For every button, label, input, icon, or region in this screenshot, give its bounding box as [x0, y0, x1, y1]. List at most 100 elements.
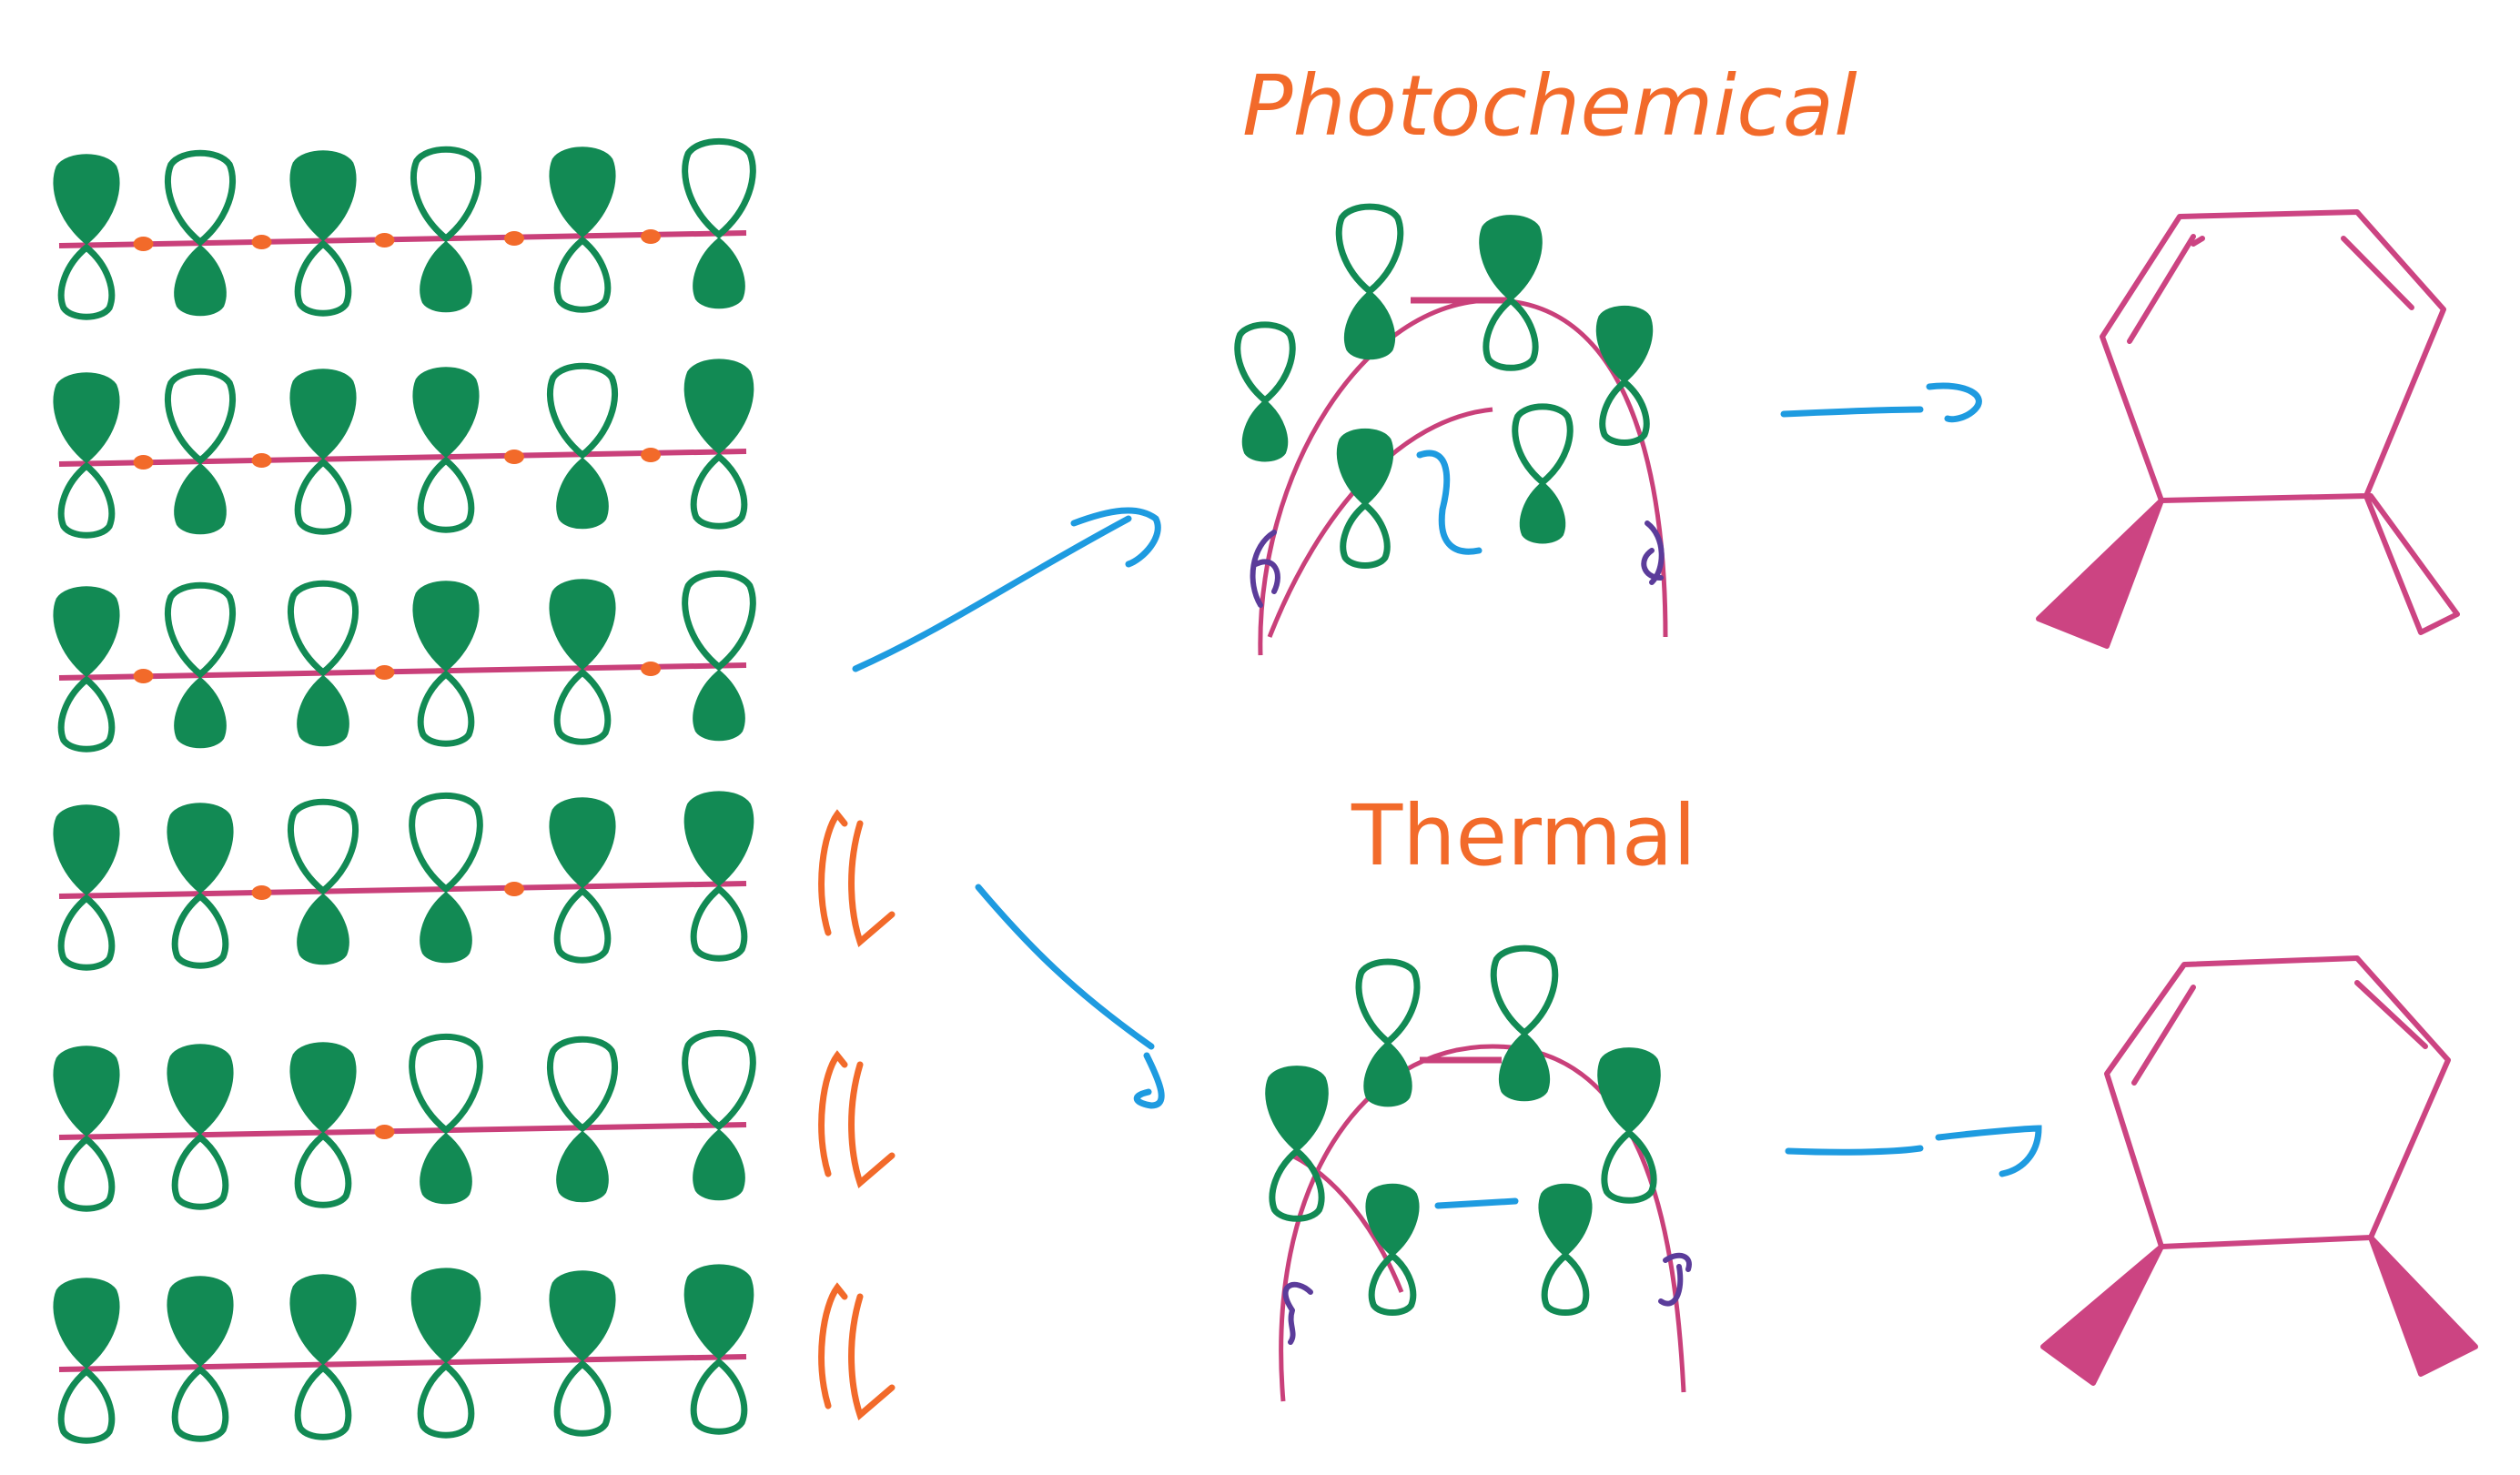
p-orbital-bottom-lobe	[171, 1365, 229, 1442]
electron-up-arrow	[818, 1050, 848, 1177]
p-orbital-bottom-lobe	[1483, 296, 1539, 371]
node-dot	[251, 235, 272, 249]
p-orbital-top-lobe	[53, 1278, 120, 1369]
p-orbital-bottom-lobe	[297, 893, 349, 965]
p-orbital-top-lobe	[549, 146, 616, 238]
p-orbital-top-lobe	[1597, 1047, 1661, 1135]
p-orbital-bottom-lobe	[1599, 378, 1650, 446]
node-dot	[641, 229, 661, 244]
node-dot	[374, 665, 395, 680]
node-dot	[251, 453, 272, 468]
p-orbital-bottom-lobe	[417, 1361, 475, 1439]
p-orbital-top-lobe	[53, 154, 120, 246]
p-orbital-top-lobe	[165, 368, 236, 465]
forming-bond-mark	[1434, 1197, 1519, 1209]
p-orbital-bottom-lobe	[174, 676, 227, 749]
electron-down-arrow	[848, 1293, 896, 1421]
p-orbital-top-lobe	[165, 581, 236, 679]
p-orbital-bottom-lobe	[57, 243, 116, 320]
p-orbital-bottom-lobe	[1519, 480, 1566, 544]
p-orbital-top-lobe	[289, 1274, 357, 1366]
mo-ladder	[53, 137, 756, 1444]
p-orbital-top-lobe	[53, 586, 120, 678]
rotation-arrow-left	[1282, 1281, 1313, 1345]
reaction-arrow-top	[1780, 382, 1982, 423]
mo-row	[53, 137, 756, 320]
thermal-transition-state	[1265, 945, 1692, 1402]
p-orbital-top-lobe	[1595, 306, 1654, 384]
p-orbital-bottom-lobe	[1368, 1251, 1417, 1317]
wedge-right	[2368, 1235, 2478, 1377]
p-orbital-top-lobe	[549, 579, 616, 671]
node-dot	[251, 885, 272, 900]
p-orbital-bottom-lobe	[1498, 1031, 1551, 1102]
p-orbital-top-lobe	[1538, 1183, 1593, 1258]
p-orbital-bottom-lobe	[420, 1132, 472, 1205]
p-orbital-bottom-lobe	[693, 237, 745, 309]
p-orbital-bottom-lobe	[556, 457, 609, 530]
p-orbital-bottom-lobe	[1269, 1147, 1325, 1222]
electron-up-arrow	[818, 1282, 848, 1409]
mo-row	[53, 791, 754, 971]
p-orbital-bottom-lobe	[294, 239, 352, 317]
thermal-label: Thermal	[1351, 787, 1696, 884]
p-orbital-top-lobe	[53, 372, 120, 464]
mo-row	[53, 359, 754, 539]
p-orbital-top-lobe	[167, 1044, 234, 1136]
pi-backbone	[58, 881, 747, 899]
p-orbital-bottom-lobe	[57, 1135, 116, 1212]
node-dot	[504, 882, 524, 896]
wedge-left	[2036, 498, 2164, 649]
p-orbital-top-lobe	[289, 150, 357, 242]
p-orbital-top-lobe	[547, 362, 618, 460]
p-orbital-bottom-lobe	[553, 886, 612, 964]
p-orbital-top-lobe	[288, 580, 359, 677]
mo-row	[53, 570, 756, 753]
pi-backbone	[58, 1354, 747, 1372]
electron-up-arrow	[818, 809, 848, 936]
p-orbital-top-lobe	[1479, 215, 1543, 302]
rotation-arrow-right	[1641, 520, 1665, 585]
p-orbital-bottom-lobe	[693, 669, 745, 742]
p-orbital-bottom-lobe	[420, 240, 472, 313]
p-orbital-bottom-lobe	[417, 670, 475, 747]
mo-row	[53, 1029, 756, 1212]
p-orbital-bottom-lobe	[174, 244, 227, 317]
p-orbital-top-lobe	[549, 797, 616, 889]
p-orbital-bottom-lobe	[690, 884, 748, 962]
p-orbital-bottom-lobe	[57, 1367, 116, 1444]
p-orbital-top-lobe	[1234, 321, 1296, 405]
p-orbital-top-lobe	[682, 570, 756, 672]
p-orbital-top-lobe	[1265, 1066, 1329, 1153]
p-orbital-bottom-lobe	[1541, 1251, 1590, 1317]
p-orbital-bottom-lobe	[553, 668, 612, 745]
p-orbital-bottom-lobe	[57, 675, 116, 753]
p-orbital-bottom-lobe	[553, 236, 612, 313]
reaction-arrow-bottom	[1785, 1125, 2042, 1177]
p-orbital-bottom-lobe	[417, 456, 475, 533]
p-orbital-bottom-lobe	[174, 462, 227, 535]
forming-bond-arrow	[1416, 450, 1483, 555]
p-orbital-top-lobe	[1355, 958, 1421, 1046]
rotation-arrow-right	[1658, 1252, 1692, 1307]
node-dot	[133, 455, 154, 470]
wedge-left	[2040, 1244, 2164, 1386]
p-orbital-top-lobe	[53, 1046, 120, 1137]
photochemical-transition-state	[1234, 203, 1668, 656]
p-orbital-top-lobe	[683, 1264, 754, 1360]
p-orbital-bottom-lobe	[690, 452, 748, 530]
mo-row	[53, 1264, 754, 1444]
node-dot	[641, 448, 661, 462]
p-orbital-top-lobe	[683, 359, 754, 455]
p-orbital-top-lobe	[410, 146, 481, 243]
p-orbital-top-lobe	[549, 1270, 616, 1362]
p-orbital-bottom-lobe	[57, 894, 116, 971]
p-orbital-top-lobe	[53, 804, 120, 896]
node-dot	[641, 662, 661, 676]
p-orbital-top-lobe	[410, 1268, 481, 1364]
pi-backbone	[58, 1122, 747, 1140]
p-orbital-bottom-lobe	[420, 891, 472, 964]
p-orbital-top-lobe	[1365, 1183, 1420, 1258]
p-orbital-top-lobe	[1512, 403, 1574, 487]
